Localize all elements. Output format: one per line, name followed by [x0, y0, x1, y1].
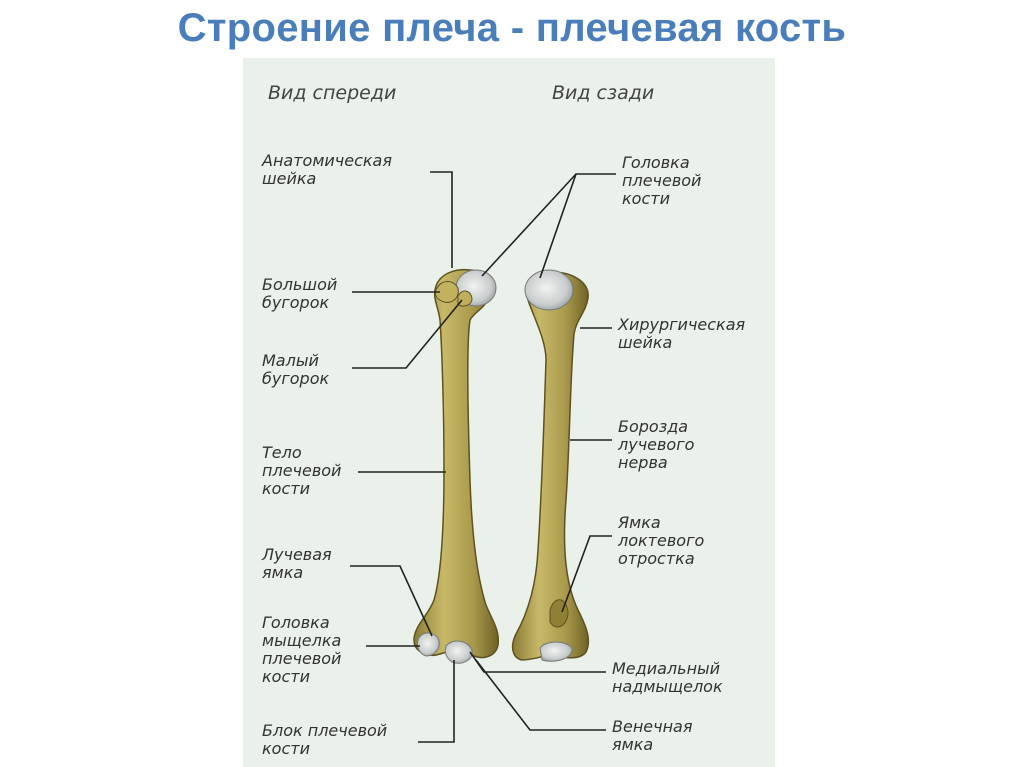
front-capitulum [417, 632, 440, 657]
line-coronoid-fossa [475, 659, 606, 731]
slide-title: Строение плеча - плечевая кость [177, 6, 847, 50]
label-capitulum: Головка мыщелка плечевой кости [262, 613, 342, 686]
humerus-front-view [413, 268, 500, 664]
line-medial-epicondyle [469, 651, 606, 673]
line-trochlea [418, 660, 455, 743]
back-bone-shape [511, 271, 590, 661]
line-head-to-back [539, 173, 577, 279]
label-coronoid-fossa: Венечная ямка [612, 717, 693, 754]
leader-lines [350, 171, 616, 743]
front-greater-tubercle [435, 281, 459, 303]
label-humeral-head: Головка плечевой кости [622, 153, 702, 208]
back-trochlea [539, 641, 573, 662]
label-radial-fossa: Лучевая ямка [262, 545, 332, 582]
humerus-back-view [511, 269, 590, 662]
line-radial-fossa [350, 565, 433, 637]
front-trochlea [444, 640, 473, 664]
label-greater-tubercle: Большой бугорок [262, 275, 338, 312]
label-radial-groove: Борозда лучевого нерва [618, 417, 695, 472]
view-title-front: Вид спереди [268, 82, 397, 104]
line-head-to-front [481, 173, 616, 277]
front-lesser-tubercle [457, 290, 473, 307]
line-lesser-tubercle [352, 299, 463, 369]
line-olecranon-fossa [561, 535, 612, 613]
back-humeral-head [524, 269, 574, 311]
label-body: Тело плечевой кости [262, 443, 342, 498]
label-lesser-tubercle: Малый бугорок [262, 351, 330, 388]
diagram-panel [243, 58, 775, 767]
label-trochlea: Блок плечевой кости [262, 721, 388, 758]
label-anatomical-neck: Анатомическая шейка [262, 151, 392, 188]
label-surgical-neck: Хирургическая шейка [618, 315, 746, 352]
label-olecranon-fossa: Ямка локтевого отростка [618, 513, 705, 568]
line-anatomical-neck [430, 171, 453, 268]
view-title-back: Вид сзади [552, 82, 655, 104]
front-bone-shape [413, 268, 500, 659]
label-medial-epicondyle: Медиальный надмыщелок [612, 659, 723, 696]
